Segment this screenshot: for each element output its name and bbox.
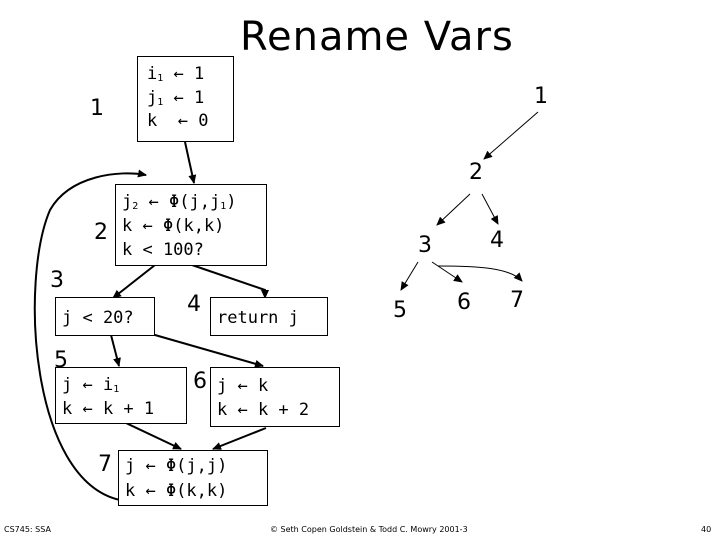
- block-3-line: j < 20?: [62, 308, 134, 328]
- edge-b2-b3: [112, 264, 156, 299]
- block-2-line-2: k ← Φ(k,k): [122, 216, 225, 236]
- edge-b1-b2: [184, 141, 197, 184]
- block-4-number: 4: [187, 292, 201, 317]
- edge-b3-b5: [110, 334, 121, 367]
- edge-b7-b2-backedge: [33, 169, 147, 501]
- block-2: j2 ← Φ(j,j1) k ← Φ(k,k) k < 100?: [115, 184, 267, 266]
- block-5-number: 5: [54, 348, 68, 373]
- tree-edge-3-7: [437, 265, 523, 282]
- block-1: i1 ← 1 j1 ← 1 k ← 0: [137, 56, 234, 142]
- footer-page-number: 40: [701, 525, 712, 534]
- tree-edge-2-4: [481, 193, 499, 225]
- tree-node-6: 6: [457, 290, 471, 315]
- block-2-line-1: j2 ← Φ(j,j1): [122, 192, 237, 212]
- block-7: j ← Φ(j,j) k ← Φ(k,k): [118, 450, 268, 506]
- footer-course: CS745: SSA: [4, 525, 51, 534]
- block-6-line-1: j ← k: [217, 376, 269, 396]
- block-2-number: 2: [94, 220, 108, 245]
- edge-b5-b7: [125, 422, 182, 450]
- tree-edge-3-5: [400, 261, 419, 291]
- tree-node-7: 7: [510, 288, 524, 313]
- block-4: return j: [210, 297, 328, 336]
- block-7-line-2: k ← Φ(k,k): [125, 481, 228, 501]
- tree-node-3: 3: [418, 233, 432, 258]
- edge-b6-b7: [212, 427, 267, 450]
- block-7-number: 7: [98, 452, 112, 477]
- block-1-line-2: j1 ← 1: [147, 88, 205, 108]
- block-3: j < 20?: [55, 297, 155, 336]
- block-6: j ← k k ← k + 2: [210, 367, 340, 427]
- block-5: j ← i1 k ← k + 1: [55, 367, 187, 424]
- tree-node-2: 2: [469, 160, 483, 185]
- block-5-line-2: k ← k + 1: [62, 399, 155, 419]
- tree-node-1: 1: [534, 84, 548, 109]
- block-5-line-1: j ← i1: [62, 375, 120, 395]
- edge-b2-b4: [191, 264, 269, 299]
- edge-b3-b6: [140, 330, 264, 368]
- tree-edge-3-6: [431, 261, 463, 283]
- block-7-line-1: j ← Φ(j,j): [125, 456, 228, 476]
- tree-node-4: 4: [490, 228, 504, 253]
- tree-node-5: 5: [393, 298, 407, 323]
- block-1-number: 1: [90, 96, 104, 121]
- block-1-line-3: k ← 0: [147, 111, 209, 131]
- tree-edge-2-3: [436, 193, 471, 226]
- block-2-line-3: k < 100?: [122, 240, 204, 260]
- block-6-number: 6: [193, 369, 207, 394]
- footer-copyright: © Seth Copen Goldstein & Todd C. Mowry 2…: [270, 525, 468, 534]
- block-6-line-2: k ← k + 2: [217, 400, 310, 420]
- slide-title: Rename Vars: [240, 14, 514, 60]
- tree-edge-1-2: [483, 111, 539, 160]
- block-4-line: return j: [217, 308, 299, 328]
- block-3-number: 3: [50, 268, 64, 293]
- block-1-line-1: i1 ← 1: [147, 64, 205, 84]
